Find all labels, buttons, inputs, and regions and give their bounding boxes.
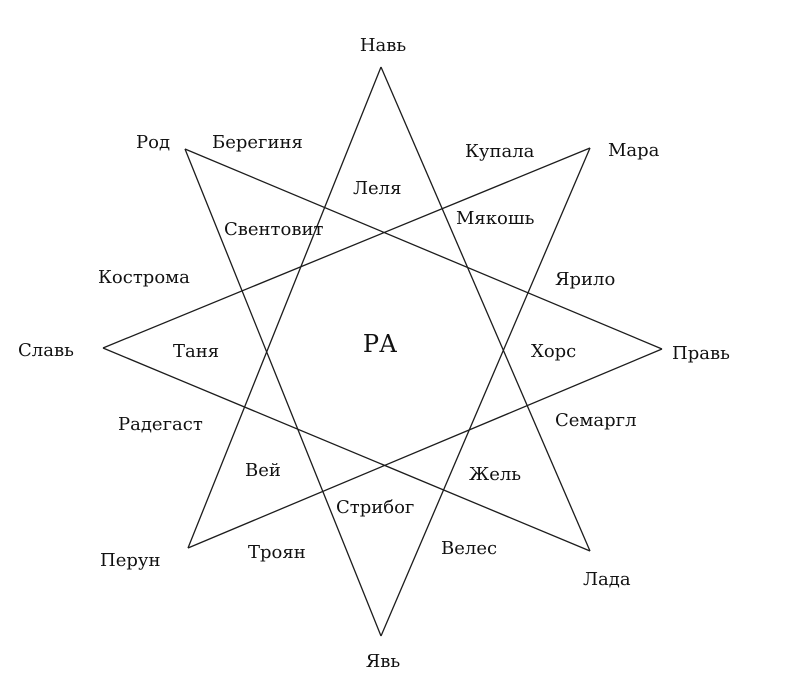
label-mara: Мара xyxy=(608,140,660,161)
vertex-labels: Навь Мара Правь Лада Явь Перун Славь Род xyxy=(18,35,730,672)
label-tanya: Таня xyxy=(173,341,219,362)
line-prav-perun xyxy=(187,348,663,549)
label-nav: Навь xyxy=(360,35,407,56)
label-kostroma: Кострома xyxy=(98,267,190,288)
line-slav-lada xyxy=(102,347,591,552)
line-yav-mara xyxy=(380,147,591,637)
label-vei: Вей xyxy=(245,460,281,481)
label-bereginya: Берегиня xyxy=(212,132,303,153)
label-center-ra: РА xyxy=(363,330,397,358)
label-rod: Род xyxy=(136,132,170,153)
label-lada: Лада xyxy=(583,569,631,590)
line-nav-lada xyxy=(380,66,591,552)
label-veles: Велес xyxy=(441,538,497,559)
label-zhel: Жель xyxy=(469,464,521,485)
label-makosh: Мякошь xyxy=(456,208,535,229)
inner-labels: Леля Свентовит Мякошь Хорс Жель Стрибог … xyxy=(173,178,576,518)
label-yav: Явь xyxy=(366,651,401,672)
label-lelya: Леля xyxy=(353,178,401,199)
label-prav: Правь xyxy=(672,343,730,364)
label-yarilo: Ярило xyxy=(555,269,615,290)
line-nav-perun xyxy=(187,66,382,549)
line-slav-mara xyxy=(102,147,591,349)
line-prav-rod xyxy=(184,148,663,350)
label-khors: Хорс xyxy=(531,341,576,362)
label-svyatovit: Свентовит xyxy=(224,219,323,240)
outer-labels: Берегиня Купала Ярило Семаргл Велес Троя… xyxy=(98,132,637,563)
label-stribog: Стрибог xyxy=(336,497,414,518)
label-radegast: Радегаст xyxy=(118,414,203,435)
label-kupala: Купала xyxy=(465,141,535,162)
label-semargl: Семаргл xyxy=(555,410,637,431)
star-lines xyxy=(102,66,663,637)
label-perun: Перун xyxy=(100,550,160,571)
line-yav-rod xyxy=(184,148,382,637)
label-slav: Славь xyxy=(18,340,74,361)
label-troyan: Троян xyxy=(248,542,306,563)
